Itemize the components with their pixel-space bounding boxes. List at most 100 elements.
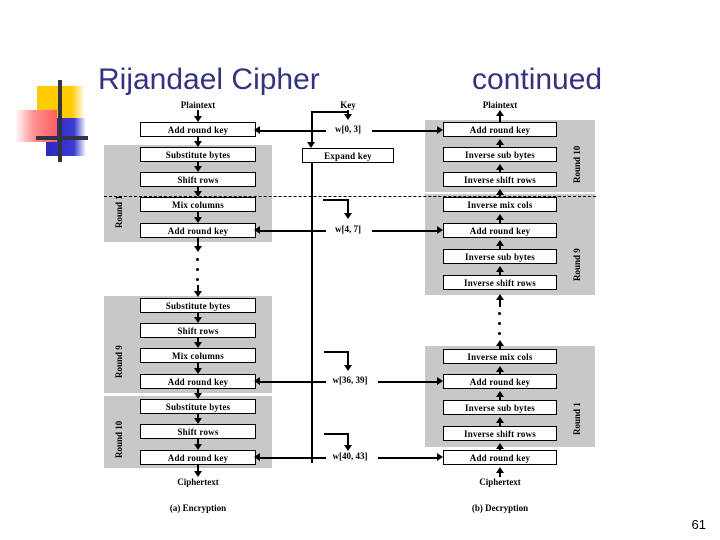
- enc-output-line: [197, 465, 199, 473]
- enc-r10-substitute-bytes[interactable]: Substitute bytes: [140, 399, 256, 414]
- dec-r9-inverse-sub-bytes[interactable]: Inverse sub bytes: [443, 249, 557, 264]
- dec-round9-label: Round 9: [572, 248, 582, 281]
- dec-r10-inverse-shift-rows[interactable]: Inverse shift rows: [443, 172, 557, 187]
- enc-r1-add-round-key[interactable]: Add round key: [140, 223, 256, 238]
- dec-round10-label: Round 10: [572, 145, 582, 183]
- w3639-arrow-left-icon: [254, 377, 260, 385]
- dec-arrow-2-icon: [496, 164, 504, 170]
- dec-r9-inverse-shift-rows[interactable]: Inverse shift rows: [443, 275, 557, 290]
- decorative-squares-logo: [15, 80, 88, 162]
- enc-r10-shift-rows[interactable]: Shift rows: [140, 424, 256, 439]
- w4043-branch-v: [347, 433, 349, 447]
- w4043-line-left: [258, 457, 326, 459]
- w3639-branch-h: [324, 351, 348, 353]
- w03-arrow-left-icon: [254, 126, 260, 134]
- enc-arrow-6-icon: [194, 291, 202, 297]
- enc-r9-mix-columns[interactable]: Mix columns: [140, 348, 256, 363]
- w4043-line-right: [378, 457, 439, 459]
- enc-conn-2: [197, 162, 199, 167]
- key-line-1: [347, 110, 349, 116]
- dec-arrow-6-icon: [496, 266, 504, 272]
- page-title-continued: continued: [472, 63, 603, 96]
- dec-final-add-round-key[interactable]: Add round key: [443, 450, 557, 465]
- w4043-arrow-right-icon: [437, 453, 443, 461]
- dec-conn-8: [499, 345, 501, 349]
- enc-arrow-10-icon: [194, 393, 202, 399]
- enc-r9-shift-rows[interactable]: Shift rows: [140, 323, 256, 338]
- enc-input-label: Plaintext: [180, 100, 216, 110]
- enc-r1-shift-rows[interactable]: Shift rows: [140, 172, 256, 187]
- w47-line-left: [258, 230, 326, 233]
- dec-output-arrow-icon: [496, 110, 504, 116]
- page-number: 61: [691, 517, 706, 532]
- w03-label: w[0, 3]: [335, 124, 361, 134]
- dec-r10-add-round-key[interactable]: Add round key: [443, 122, 557, 137]
- dec-input-line: [499, 472, 501, 477]
- key-trunk-arrow-icon: [307, 142, 315, 148]
- w47-branch-h: [324, 199, 348, 201]
- w47-line-right: [372, 230, 439, 233]
- dec-arrow-4-icon: [496, 214, 504, 220]
- enc-conn-8: [197, 338, 199, 343]
- dec-r9-inverse-mix-cols[interactable]: Inverse mix cols: [443, 197, 557, 212]
- enc-arrow-8-icon: [194, 342, 202, 348]
- dec-arrow-11-icon: [496, 417, 504, 423]
- enc-conn-9: [197, 363, 199, 369]
- enc-round10-label: Round 10: [114, 420, 124, 458]
- enc-r9-add-round-key[interactable]: Add round key: [140, 374, 256, 389]
- enc-r1-mix-columns[interactable]: Mix columns: [140, 197, 256, 212]
- enc-r9-substitute-bytes[interactable]: Substitute bytes: [140, 298, 256, 313]
- round-separator-dashed-line: [104, 196, 596, 197]
- dec-ellipsis-dot: [498, 312, 501, 315]
- w3639-branch-arrow-icon: [344, 365, 352, 371]
- dec-arrow-9-icon: [496, 366, 504, 372]
- dec-round1-label: Round 1: [572, 402, 582, 435]
- enc-r10-add-round-key[interactable]: Add round key: [140, 450, 256, 465]
- w4043-branch-arrow-icon: [344, 445, 352, 451]
- w47-arrow-left-icon: [254, 226, 260, 234]
- enc-arrow-11-icon: [194, 418, 202, 424]
- dec-conn-10: [499, 396, 501, 400]
- enc-arrow-3-icon: [194, 191, 202, 197]
- enc-conn-5: [197, 238, 199, 248]
- enc-initial-add-round-key[interactable]: Add round key: [140, 122, 256, 137]
- enc-arrow-1-icon: [194, 141, 202, 147]
- w47-branch-v0: [323, 199, 325, 201]
- key-arrow-icon: [344, 114, 352, 120]
- enc-arrow-4-icon: [194, 217, 202, 223]
- enc-conn-7: [197, 313, 199, 318]
- dec-conn-1: [499, 144, 501, 147]
- dec-r9-add-round-key[interactable]: Add round key: [443, 223, 557, 238]
- dec-r1-inverse-shift-rows[interactable]: Inverse shift rows: [443, 426, 557, 441]
- enc-arrow-5-icon: [194, 246, 202, 252]
- w4043-label: w[40, 43]: [332, 451, 368, 461]
- enc-conn-12: [197, 439, 199, 445]
- dec-r1-inverse-mix-cols[interactable]: Inverse mix cols: [443, 349, 557, 364]
- dec-r1-add-round-key[interactable]: Add round key: [443, 374, 557, 389]
- dec-arrow-7-icon: [496, 294, 504, 300]
- enc-conn-11: [197, 414, 199, 419]
- w47-label: w[4, 7]: [335, 224, 361, 234]
- dec-conn-9: [499, 371, 501, 374]
- key-label: Key: [340, 100, 356, 110]
- dec-ellipsis-dot: [498, 322, 501, 325]
- enc-round1-label: Round 1: [114, 195, 124, 228]
- expand-key-box[interactable]: Expand key: [302, 148, 394, 163]
- w03-line-right: [372, 130, 439, 132]
- dec-conn-12: [499, 448, 501, 450]
- enc-arrow-2-icon: [194, 166, 202, 172]
- dec-r1-inverse-sub-bytes[interactable]: Inverse sub bytes: [443, 400, 557, 415]
- enc-round9-label: Round 9: [114, 345, 124, 378]
- dec-conn-3: [499, 194, 501, 197]
- w03-arrow-right-icon: [437, 126, 443, 134]
- dec-r10-inverse-sub-bytes[interactable]: Inverse sub bytes: [443, 147, 557, 162]
- dec-conn-2: [499, 169, 501, 172]
- page-title: Rijandael Cipher: [98, 63, 320, 96]
- enc-ellipsis-dot: [196, 258, 199, 261]
- dec-conn-7: [499, 299, 501, 307]
- enc-output-label: Ciphertext: [177, 477, 219, 487]
- enc-r1-substitute-bytes[interactable]: Substitute bytes: [140, 147, 256, 162]
- expanded-key-bus: [311, 163, 314, 463]
- slide-title-bar: Rijandael Cipher continued: [0, 30, 720, 96]
